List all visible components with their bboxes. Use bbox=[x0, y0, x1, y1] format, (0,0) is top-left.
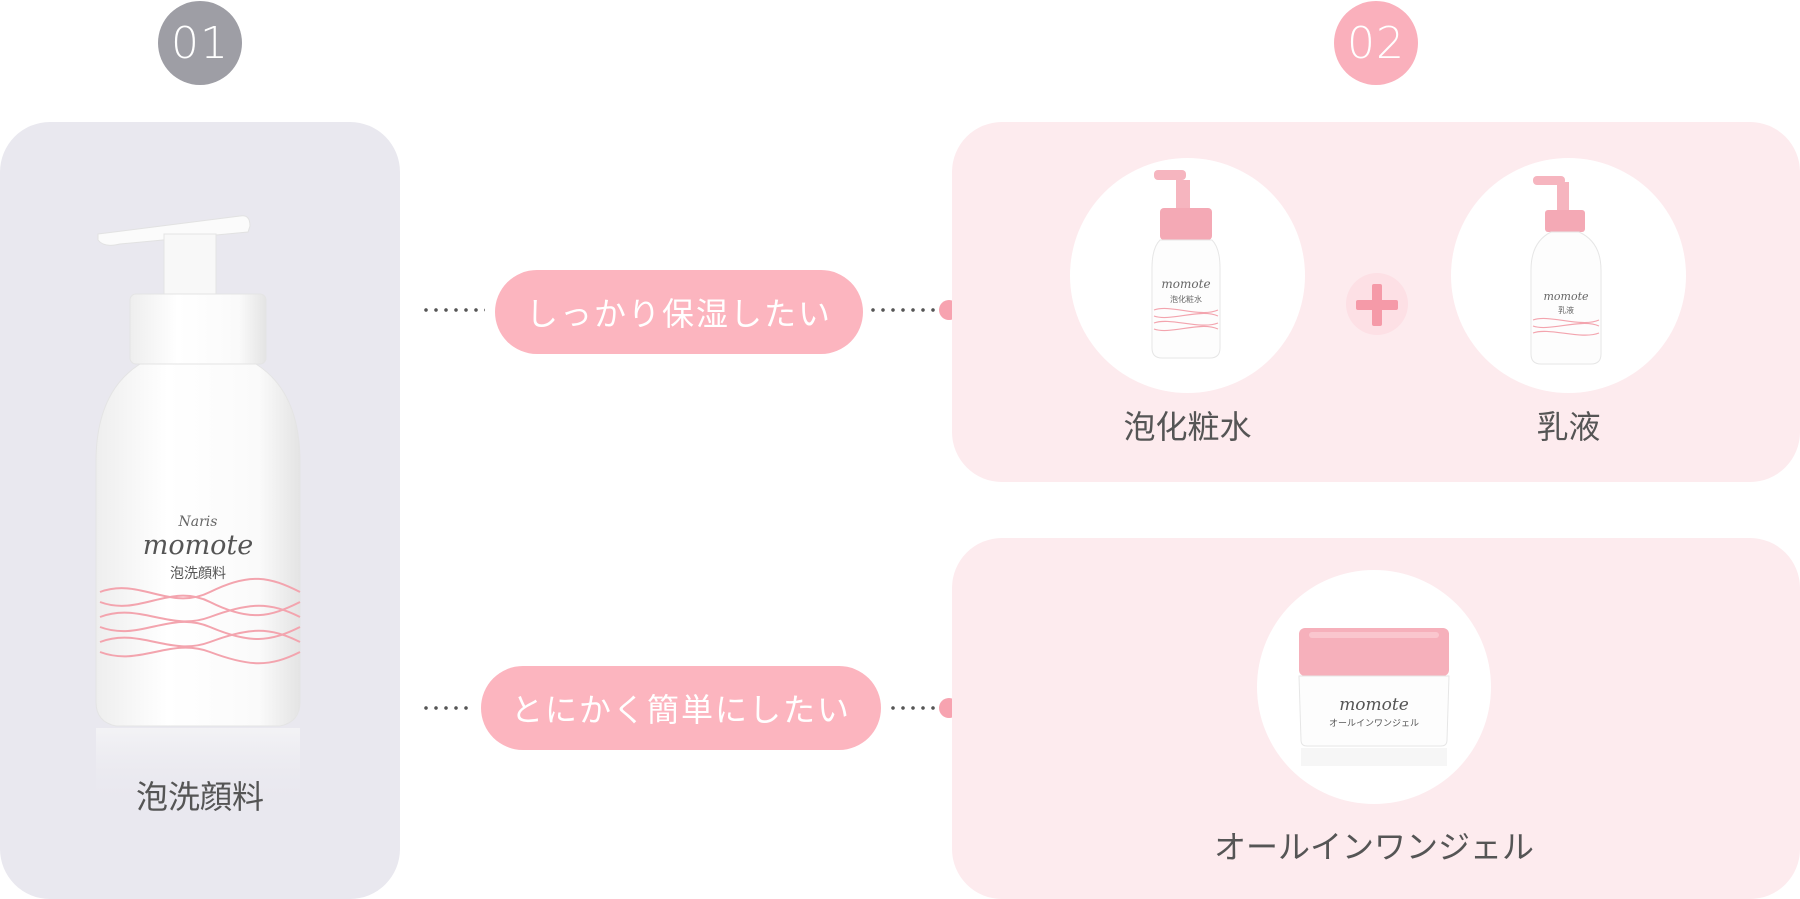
svg-text:momote: momote bbox=[143, 530, 254, 561]
all-in-one-gel-label: オールインワンジェル bbox=[1213, 828, 1534, 866]
svg-text:泡洗顔料: 泡洗顔料 bbox=[170, 566, 226, 582]
option-moisturize-pill[interactable]: しっかり保湿したい bbox=[495, 270, 863, 354]
svg-text:momote: momote bbox=[1161, 277, 1210, 291]
all-in-one-gel-image: momote オールインワンジェル bbox=[1257, 570, 1491, 804]
connector-dots-left-1 bbox=[421, 308, 485, 312]
foam-lotion-label: 泡化粧水 bbox=[1123, 408, 1252, 446]
svg-text:オールインワンジェル: オールインワンジェル bbox=[1329, 718, 1419, 729]
plus-icon-vertical bbox=[1372, 284, 1382, 326]
svg-text:泡化粧水: 泡化粧水 bbox=[1170, 294, 1202, 304]
connector-dots-right-1 bbox=[868, 308, 938, 312]
connector-dots-right-2 bbox=[888, 706, 938, 710]
svg-text:Naris: Naris bbox=[178, 514, 218, 530]
svg-text:momote: momote bbox=[1339, 695, 1409, 715]
svg-text:乳液: 乳液 bbox=[1558, 305, 1574, 315]
milk-lotion-label: 乳液 bbox=[1536, 408, 1601, 446]
connector-dots-left-2 bbox=[421, 706, 471, 710]
face-wash-panel: Naris momote 泡洗顔料 泡洗顔料 bbox=[0, 122, 400, 899]
svg-text:momote: momote bbox=[1543, 290, 1589, 303]
step-badge-02: 02 bbox=[1334, 1, 1418, 85]
face-wash-bottle-image: Naris momote 泡洗顔料 bbox=[95, 215, 301, 808]
face-wash-label: 泡洗顔料 bbox=[135, 778, 264, 816]
step-badge-01: 01 bbox=[158, 1, 242, 85]
option-simple-pill[interactable]: とにかく簡単にしたい bbox=[481, 666, 881, 750]
foam-lotion-image: momote 泡化粧水 bbox=[1070, 158, 1305, 393]
milk-lotion-image: momote 乳液 bbox=[1451, 158, 1686, 393]
